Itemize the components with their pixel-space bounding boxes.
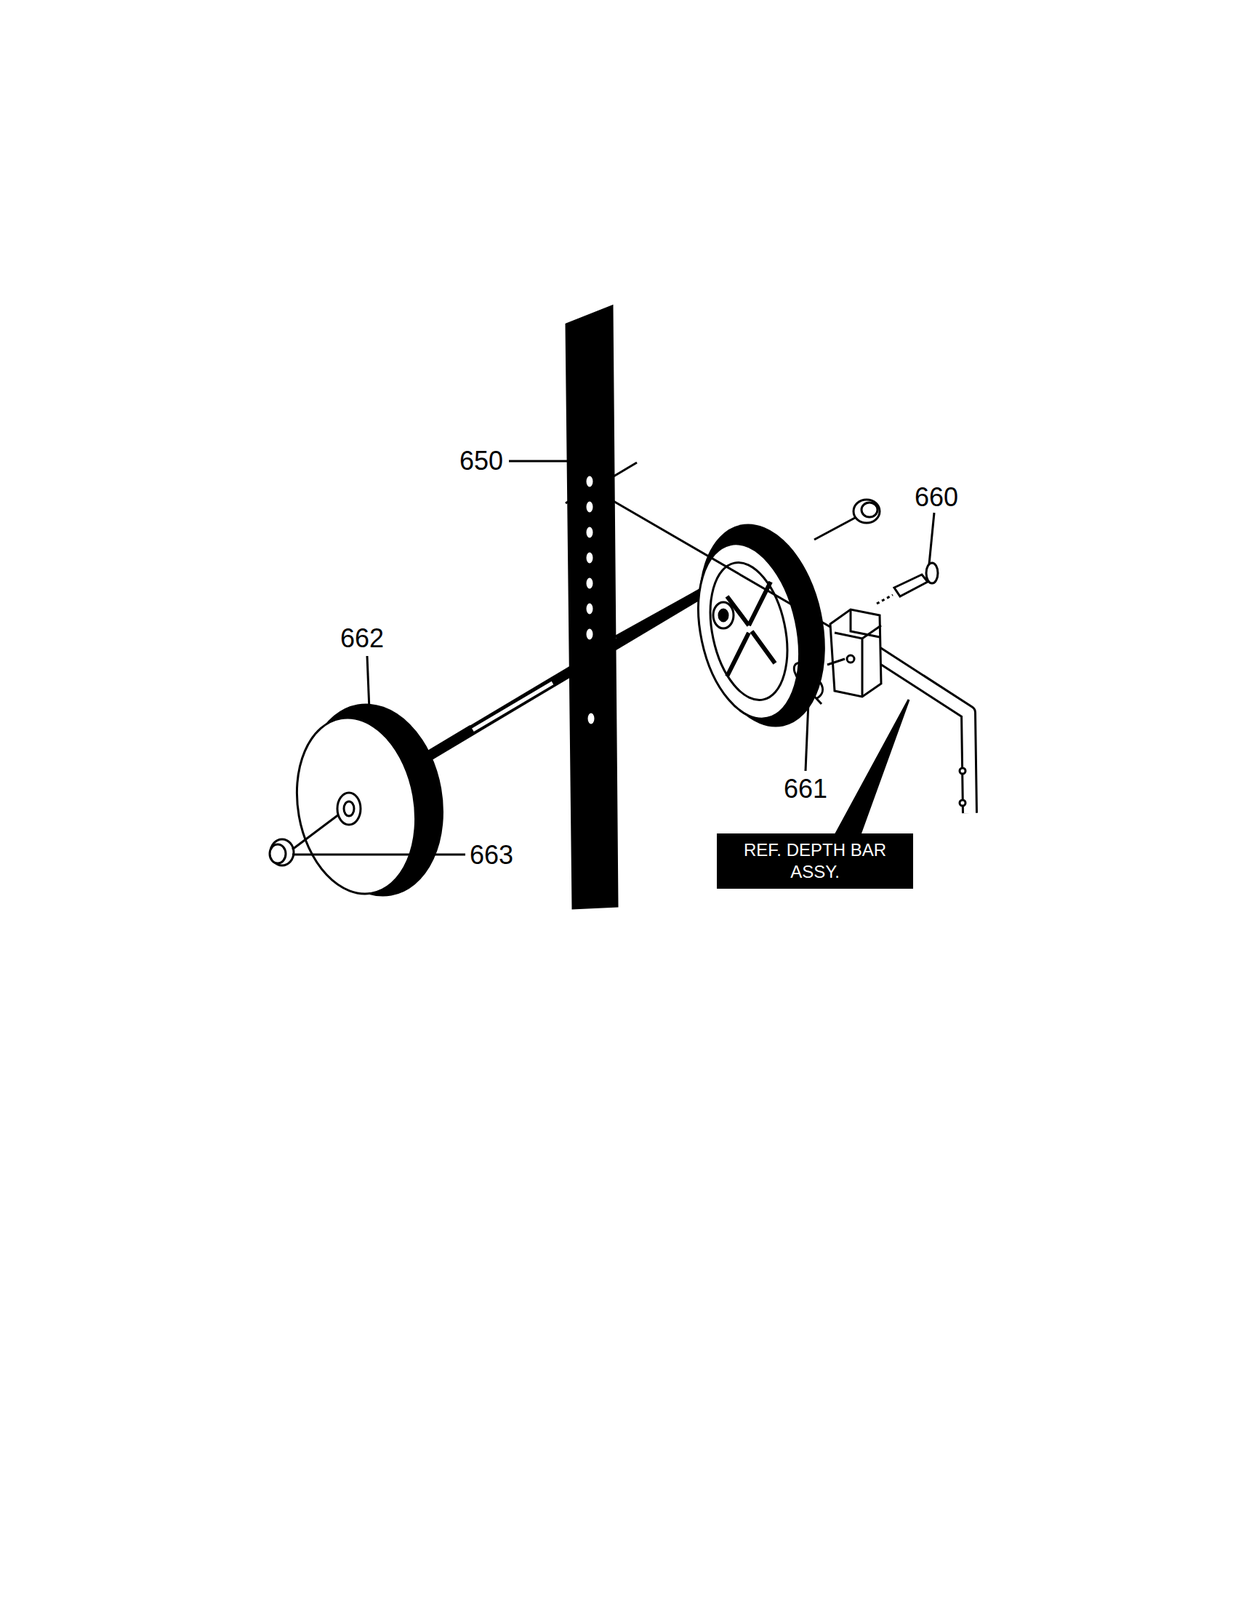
clevis-pin: [876, 562, 938, 604]
callout-number: 660: [913, 482, 960, 512]
hairpin-clip: [793, 663, 823, 704]
hub-cap: [269, 838, 294, 866]
leader-line: [367, 655, 370, 710]
leader-line: [292, 853, 466, 856]
leader-line: [929, 512, 935, 565]
callout-number: 650: [458, 446, 505, 476]
depth-bar-bracket: [830, 609, 970, 813]
wheel-right: [682, 513, 842, 738]
axle: [428, 591, 704, 757]
leader-line: [805, 701, 809, 771]
hub-cap: [853, 499, 880, 523]
leader-wedge: [834, 699, 909, 837]
callout-number: 662: [338, 623, 386, 653]
wheel-left: [283, 693, 457, 906]
callout-number: 661: [782, 774, 829, 804]
reference-text: REF. DEPTH BAR ASSY.: [725, 838, 905, 883]
callout-number: 663: [468, 840, 515, 870]
depth-bar: [566, 306, 618, 909]
reference-box: REF. DEPTH BAR ASSY.: [716, 833, 914, 889]
leader-line: [508, 460, 581, 463]
